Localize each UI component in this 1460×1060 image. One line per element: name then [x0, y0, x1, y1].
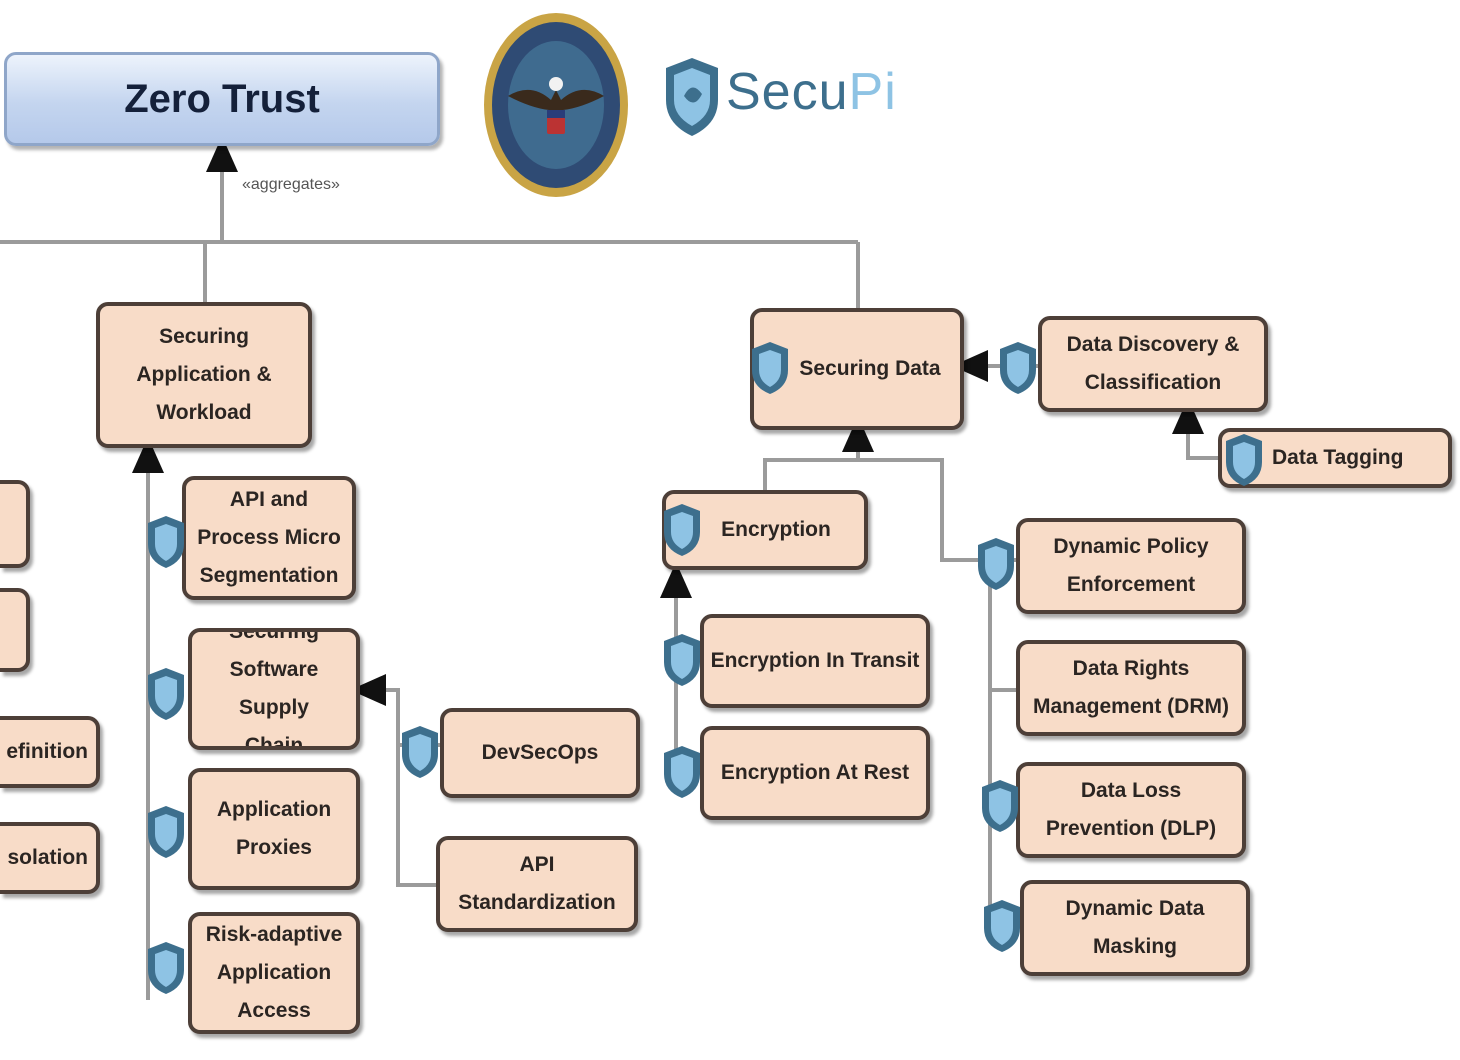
- dynamic-policy-enforcement-node: Dynamic Policy Enforcement: [1016, 518, 1246, 614]
- secupi-shield-icon: [664, 634, 700, 686]
- secupi-shield-icon: [148, 942, 184, 994]
- secupi-shield-icon: [664, 746, 700, 798]
- data-discovery-classification-node: Data Discovery & Classification: [1038, 316, 1268, 412]
- secupi-shield-icon: [984, 900, 1020, 952]
- secupi-shield-icon: [148, 668, 184, 720]
- api-standardization-node: API Standardization: [436, 836, 638, 932]
- secupi-shield-icon: [666, 58, 718, 136]
- zero-trust-title-text: Zero Trust: [124, 76, 320, 121]
- devsecops-node: DevSecOps: [440, 708, 640, 798]
- securing-application-workload-node: Securing Application & Workload: [96, 302, 312, 448]
- partial-node-isolation: solation: [0, 822, 100, 894]
- secupi-shield-icon: [982, 780, 1018, 832]
- secupi-shield-icon: [1226, 434, 1262, 486]
- secupi-shield-icon: [664, 504, 700, 556]
- secupi-shield-icon: [1000, 342, 1036, 394]
- zero-trust-title: Zero Trust: [4, 52, 440, 146]
- data-tagging-node: Data Tagging: [1218, 428, 1452, 488]
- dod-seal-icon: [484, 13, 628, 197]
- secupi-shield-icon: [402, 726, 438, 778]
- partial-node-2: [0, 588, 30, 672]
- api-process-micro-segmentation-node: API and Process Micro Segmentation: [182, 476, 356, 600]
- securing-software-supply-chain-node: Securing Software Supply Chain: [188, 628, 360, 750]
- secupi-shield-icon: [752, 342, 788, 394]
- aggregates-label: «aggregates»: [242, 176, 340, 193]
- secupi-shield-icon: [148, 806, 184, 858]
- encryption-at-rest-node: Encryption At Rest: [700, 726, 930, 820]
- data-loss-prevention-node: Data Loss Prevention (DLP): [1016, 762, 1246, 858]
- risk-adaptive-application-access-node: Risk-adaptive Application Access: [188, 912, 360, 1034]
- application-proxies-node: Application Proxies: [188, 768, 360, 890]
- data-rights-management-node: Data Rights Management (DRM): [1016, 640, 1246, 736]
- secupi-shield-icon: [148, 516, 184, 568]
- dynamic-data-masking-node: Dynamic Data Masking: [1020, 880, 1250, 976]
- partial-node-1: [0, 480, 30, 568]
- secupi-shield-icon: [978, 538, 1014, 590]
- secupi-logo-text: SecuPi: [726, 63, 897, 121]
- encryption-in-transit-node: Encryption In Transit: [700, 614, 930, 708]
- partial-node-definition: efinition: [0, 716, 100, 788]
